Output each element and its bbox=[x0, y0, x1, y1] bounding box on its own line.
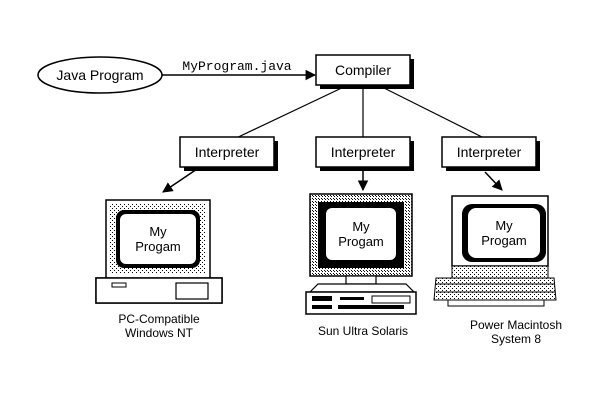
caption-line-1: Sun Ultra Solaris bbox=[317, 324, 409, 338]
screen-line-2: Progam bbox=[135, 239, 181, 254]
sun-workstation-icon bbox=[305, 193, 417, 315]
screen-line-2: Progam bbox=[481, 233, 527, 248]
caption-line-1: PC-Compatible bbox=[118, 312, 200, 326]
pc-computer-icon bbox=[95, 199, 223, 304]
sun-caption: Sun Ultra Solaris bbox=[300, 322, 426, 340]
pc-caption: PC-Compatible Windows NT bbox=[94, 310, 224, 342]
mac-screen-text: My Progam bbox=[468, 208, 540, 258]
mac-caption: Power Macintosh System 8 bbox=[456, 316, 576, 348]
screen-line-1: My bbox=[149, 224, 167, 239]
sun-screen-text: My Progam bbox=[326, 208, 396, 260]
caption-line-2: System 8 bbox=[490, 332, 541, 346]
interpreter-label-2: Interpreter bbox=[330, 143, 396, 160]
power-macintosh-icon bbox=[433, 195, 557, 307]
screen-line-2: Progam bbox=[338, 234, 384, 249]
screen-line-1: My bbox=[495, 218, 513, 233]
interpreter-label-3: Interpreter bbox=[456, 143, 522, 160]
interpreter-node-3 bbox=[441, 136, 537, 168]
interpreter-label-1: Interpreter bbox=[194, 143, 260, 160]
connector-left bbox=[231, 84, 349, 141]
connector-right bbox=[377, 84, 489, 141]
interpreter-node-1 bbox=[179, 136, 275, 168]
pc-screen-text: My Progam bbox=[120, 214, 196, 264]
caption-line-1: Power Macintosh bbox=[469, 318, 563, 332]
arrow-to-pc bbox=[162, 166, 201, 193]
java-program-label: Java Program bbox=[56, 66, 144, 83]
arrow-to-mac bbox=[484, 171, 503, 191]
screen-line-1: My bbox=[352, 219, 370, 234]
compiler-label: Compiler bbox=[334, 61, 391, 78]
file-label: MyProgram.java bbox=[182, 58, 292, 74]
caption-line-2: Windows NT bbox=[124, 326, 193, 340]
